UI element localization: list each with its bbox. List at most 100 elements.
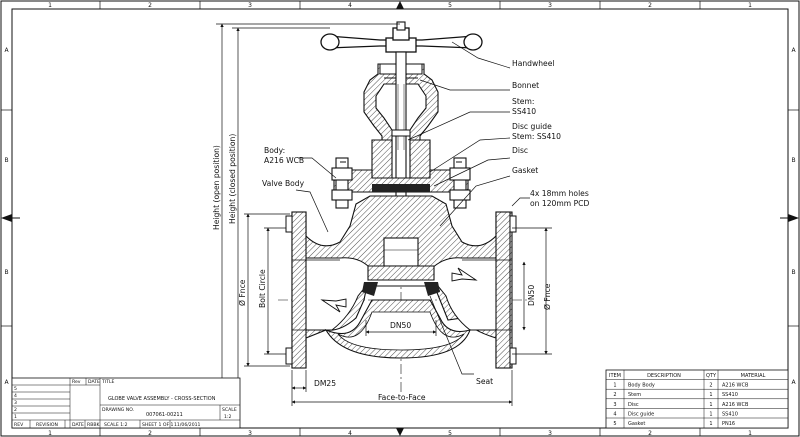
bom-cell: 2 (709, 383, 712, 389)
tb-scale-value: 1:2 (224, 414, 231, 420)
bom-cell: A216 WCB (722, 402, 749, 408)
border-col-top-1: 1 (48, 2, 52, 9)
border-col-bottom-4: 4 (348, 430, 352, 437)
flow-arrows (320, 267, 478, 313)
label-valve-body: Valve Body (262, 179, 305, 188)
bom-cell: 1 (709, 392, 712, 398)
dim-flange-dia-left: Ø Fnce (238, 279, 247, 306)
dim-dn50-right: DN50 (527, 285, 536, 306)
border-col-bottom-1: 1 (48, 430, 52, 437)
label-bonnet: Bonnet (512, 81, 539, 90)
bom-cell: 1 (709, 411, 712, 417)
border-col-bottom-6: 3 (548, 430, 552, 437)
border-row-right-3: B (791, 269, 795, 276)
dim-bolt-circle: Bolt Circle (258, 269, 267, 308)
label-holes-line1: 4x 18mm holes (530, 189, 589, 198)
border-col-bottom-5: 5 (448, 430, 452, 437)
border-col-bottom-2: 2 (148, 430, 152, 437)
border-col-bottom-8: 1 (748, 430, 752, 437)
bom-cell: 1 (709, 421, 712, 427)
tb-row-2: 2 (14, 407, 17, 413)
border-row-left-2: B (4, 157, 8, 164)
tb-header-title: TITLE (101, 379, 115, 385)
label-holes-line2: on 120mm PCD (530, 199, 589, 208)
tb-footer-rbbk: RBBK (87, 422, 100, 428)
bom-cell: PN16 (722, 421, 735, 427)
border-col-bottom-7: 2 (648, 430, 652, 437)
tb-drawing-no-label: DRAWING NO. (102, 407, 134, 413)
tb-scale-label: SCALE (222, 407, 237, 413)
dim-height-closed: Height (closed position) (228, 134, 237, 224)
label-stem-2: Stem: SS410 (512, 132, 561, 141)
tb-footer-date-value: 11/06/2011 (174, 422, 201, 428)
border-row-right-2: B (791, 157, 795, 164)
tb-row-1: 1 (14, 414, 17, 420)
border-row-right-1: A (791, 47, 796, 54)
bom-cell: 1 (709, 402, 712, 408)
bom-cell: Disc (628, 402, 639, 408)
bom-cell: 5 (613, 421, 616, 427)
dim-dn50-center: DN50 (390, 321, 411, 330)
bom-cell: SS410 (722, 392, 738, 398)
border-col-bottom-3: 3 (248, 430, 252, 437)
tb-header-rev: Rev (72, 379, 81, 385)
bom-cell: 1 (613, 383, 616, 389)
label-stem-material: SS410 (512, 107, 536, 116)
bom-cell: SS410 (722, 411, 738, 417)
bom-cell: Stem (628, 392, 641, 398)
label-stem: Stem: (512, 97, 534, 106)
dim-face-to-face: Face-to-Face (378, 393, 426, 402)
bom-header-qty: QTY (706, 373, 717, 379)
border-col-top-4: 4 (348, 2, 352, 9)
tb-row-5: 5 (14, 386, 17, 392)
tb-drawing-no: 007061-00211 (146, 412, 183, 418)
bom-cell: 4 (613, 411, 616, 417)
title-block: Rev DATE TITLE 5 4 3 2 1 GLOBE VALVE ASS… (11, 377, 241, 429)
label-gasket: Gasket (512, 166, 538, 175)
tb-row-4: 4 (14, 393, 17, 399)
border-row-left-1: A (4, 47, 9, 54)
border-row-left-4: A (4, 379, 9, 386)
tb-footer-sheet: SHEET 1 OF 1 (142, 422, 174, 428)
bom-cell: Disc guide (628, 411, 654, 417)
tb-footer-rev: REV (14, 422, 24, 428)
bom-cell: Gasket (628, 421, 645, 427)
tb-drawing-title: GLOBE VALVE ASSEMBLY - CROSS-SECTION (108, 396, 216, 402)
dim-flange-dia-right: Ø Fnce (543, 283, 552, 310)
bom-header-description: DESCRIPTION (647, 373, 681, 379)
disc-assembly (362, 237, 440, 296)
border-row-right-4: A (791, 379, 796, 386)
label-handwheel: Handwheel (512, 59, 554, 68)
tb-row-3: 3 (14, 400, 17, 406)
valve-body-part (285, 195, 517, 369)
dim-dm25: DM25 (314, 379, 336, 388)
dimension-lines (216, 23, 552, 406)
label-disc: Disc (512, 146, 528, 155)
border-row-left-3: B (4, 269, 8, 276)
label-seat: Seat (476, 377, 493, 386)
border-col-top-3: 3 (248, 2, 252, 9)
border-col-top-2: 2 (148, 2, 152, 9)
bom-cell: Body Body (628, 383, 655, 389)
callout-labels: Handwheel Bonnet Stem: SS410 Disc guide … (262, 59, 589, 386)
dimension-labels: Height (open position) Height (closed po… (212, 134, 552, 402)
bom-cell: A216 WCB (722, 383, 749, 389)
border-col-top-8: 1 (748, 2, 752, 9)
border-col-top-5: 5 (448, 2, 452, 9)
border-col-top-7: 2 (648, 2, 652, 9)
dim-height-open: Height (open position) (212, 145, 221, 230)
gland-part (371, 139, 431, 179)
label-body: Body: (264, 146, 285, 155)
bom-cell: 2 (613, 392, 616, 398)
label-disc-guide: Disc guide (512, 122, 552, 131)
label-body-material: A216 WCB (264, 156, 304, 165)
callout-leaders (295, 41, 530, 375)
globe-valve-cross-section (278, 21, 530, 395)
tb-header-date: DATE (88, 379, 100, 385)
border-col-top-6: 3 (548, 2, 552, 9)
tb-footer-scale: SCALE 1:2 (104, 422, 128, 428)
bom-header-material: MATERIAL (741, 373, 766, 379)
